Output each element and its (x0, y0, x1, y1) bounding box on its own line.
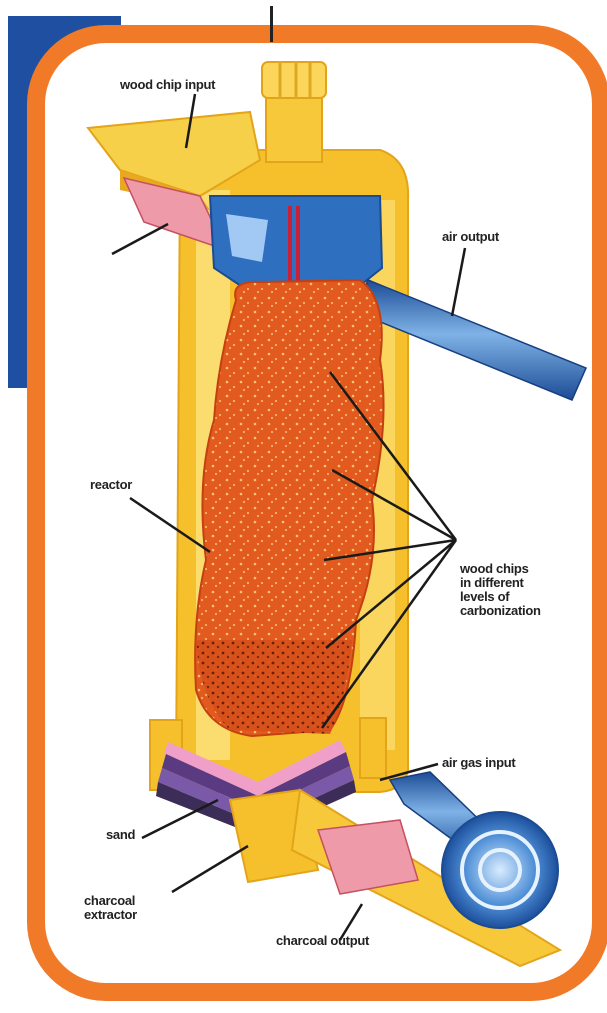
label-wood-chips-line-3: levels of (460, 590, 541, 604)
label-charcoal-extractor: charcoal extractor (84, 894, 137, 922)
top-neck (266, 92, 322, 162)
label-charcoal-extractor-line-2: extractor (84, 908, 137, 922)
label-reactor: reactor (90, 478, 132, 492)
base-right-block (360, 718, 386, 778)
label-wood-chips-line-1: wood chips (460, 562, 541, 576)
label-air-output: air output (442, 230, 499, 244)
label-wood-chips-line-4: carbonization (460, 604, 541, 618)
top-stub (270, 6, 273, 42)
top-cap (262, 62, 326, 98)
label-charcoal-extractor-line-1: charcoal (84, 894, 137, 908)
air-coil (442, 812, 558, 928)
label-charcoal-output: charcoal output (276, 934, 369, 948)
label-wood-chip-input: wood chip input (120, 78, 215, 92)
label-wood-chips-line-2: in different (460, 576, 541, 590)
label-air-gas-input: air gas input (442, 756, 515, 770)
label-sand: sand (106, 828, 135, 842)
label-wood-chips-stages: wood chips in different levels of carbon… (460, 562, 541, 618)
